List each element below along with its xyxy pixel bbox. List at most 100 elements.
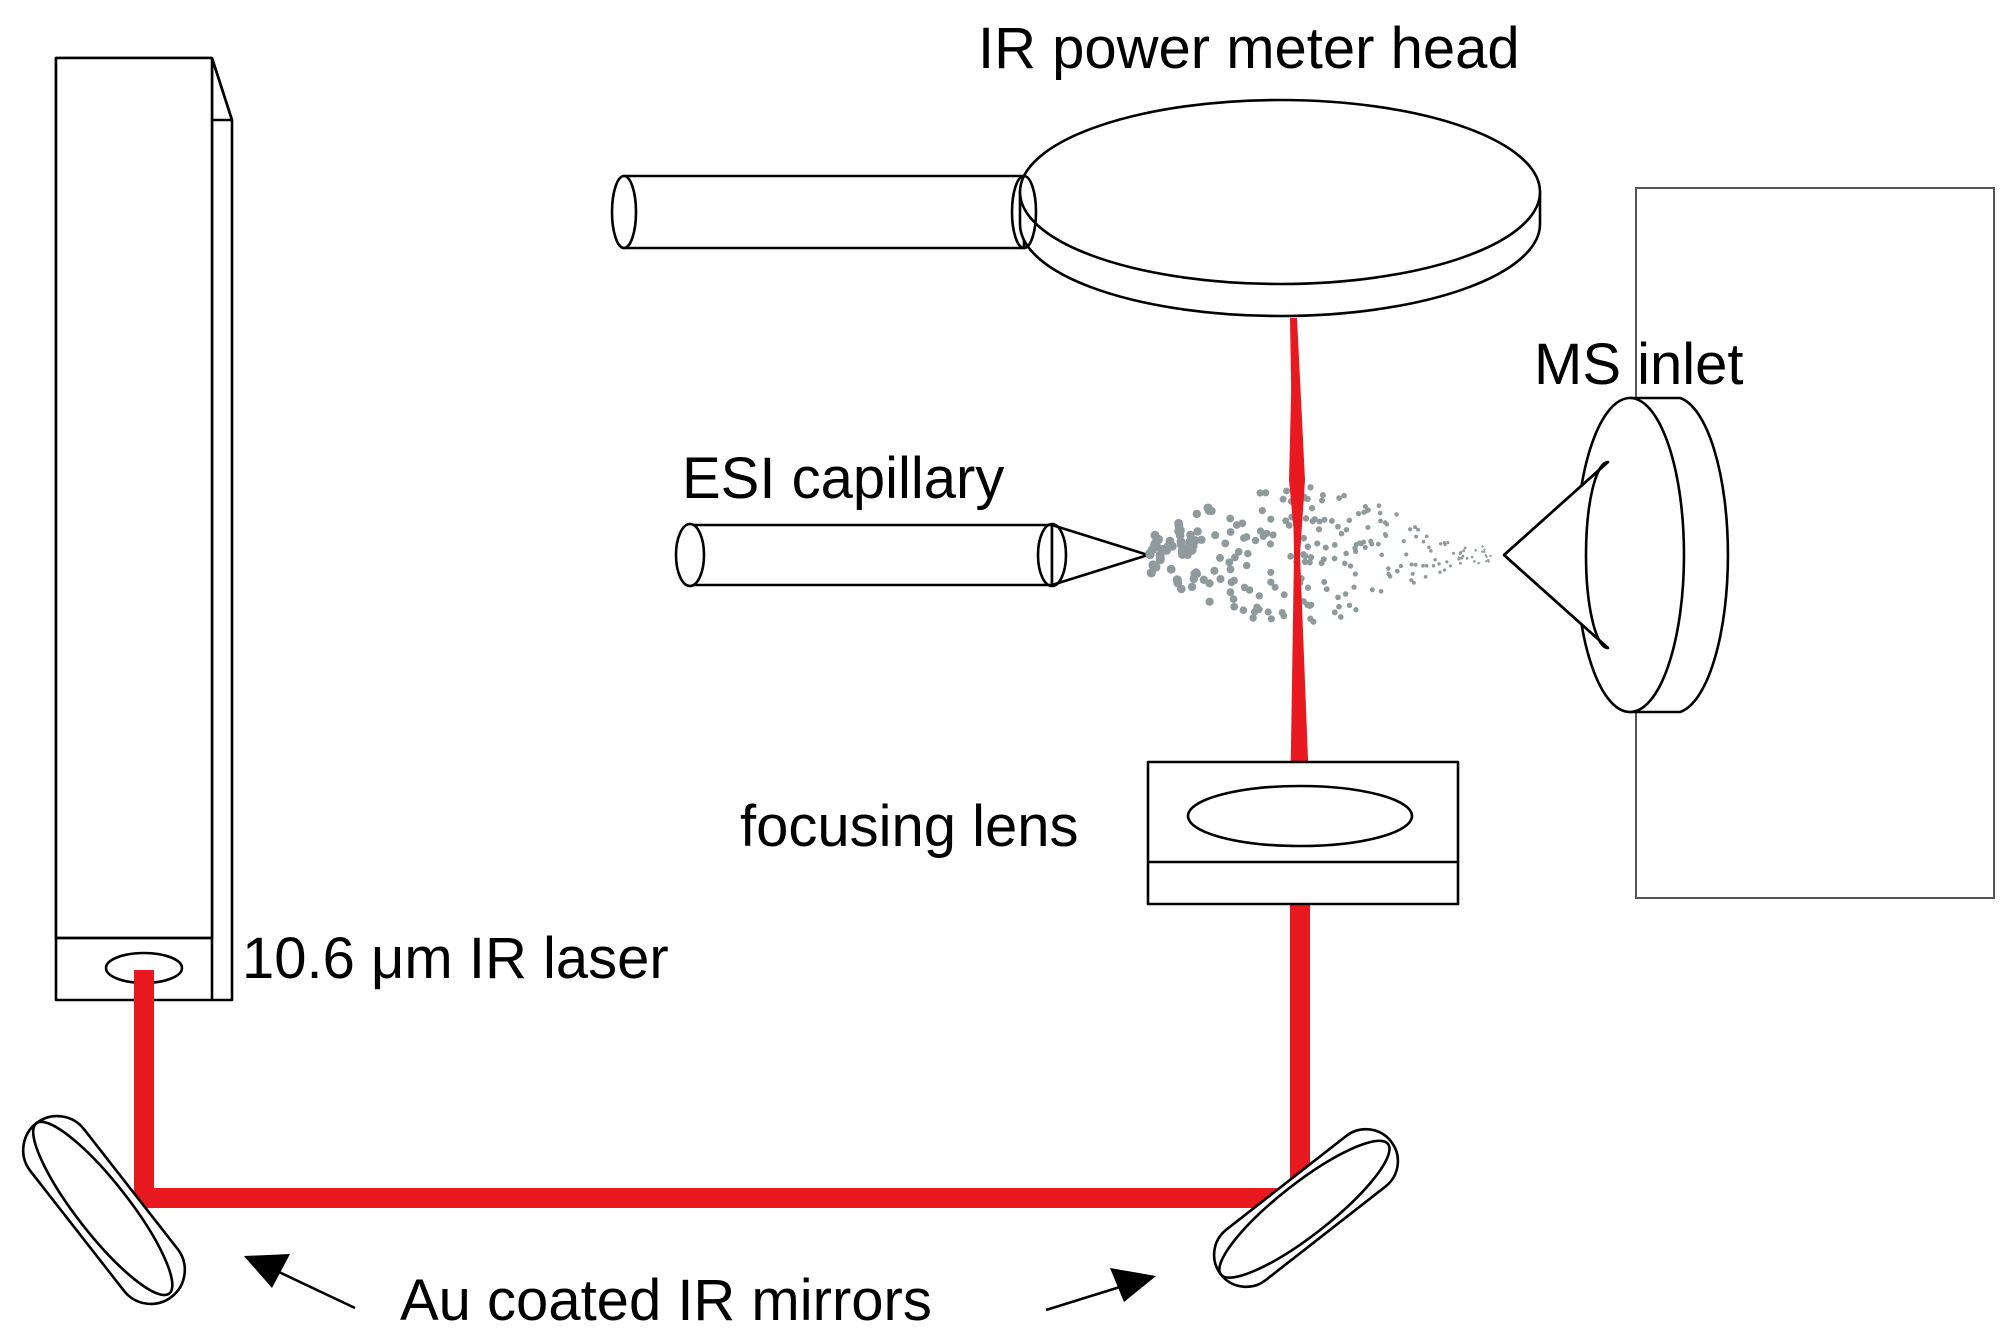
droplet [1438, 570, 1442, 574]
droplet [1176, 584, 1186, 594]
droplet [1352, 548, 1359, 555]
droplet [1386, 566, 1391, 571]
droplet [1477, 561, 1480, 565]
droplet [1383, 533, 1389, 539]
droplet [1315, 526, 1323, 533]
droplet [1323, 586, 1330, 593]
arrow-left [244, 1254, 356, 1310]
droplet [1226, 528, 1235, 536]
droplet [1351, 584, 1357, 590]
droplet [1226, 588, 1235, 597]
droplet [1446, 541, 1450, 545]
droplet [1433, 557, 1437, 562]
droplet [1386, 571, 1391, 577]
droplet [1377, 510, 1383, 516]
droplet [1424, 534, 1429, 539]
droplet [1226, 565, 1235, 574]
droplet [1266, 540, 1275, 548]
droplet [1416, 527, 1420, 532]
droplet [1331, 555, 1338, 562]
droplet [1483, 548, 1486, 551]
droplet [1178, 550, 1187, 559]
droplet [1269, 531, 1277, 539]
droplet [1462, 549, 1466, 553]
mirror-right [1212, 1127, 1400, 1289]
droplet [1414, 534, 1419, 539]
droplet [1271, 583, 1279, 591]
droplet [1255, 592, 1263, 600]
droplet [1267, 615, 1275, 623]
droplet [1474, 549, 1477, 552]
droplet [1342, 591, 1349, 597]
droplet [1150, 530, 1160, 540]
droplet [1174, 527, 1183, 536]
droplet [1249, 614, 1257, 622]
droplet [1251, 536, 1260, 545]
droplet [1459, 550, 1463, 554]
droplet [1155, 553, 1165, 563]
droplet [1256, 489, 1264, 497]
droplet [1322, 544, 1329, 551]
droplet [1335, 523, 1341, 530]
droplet [1166, 564, 1176, 574]
droplet [1318, 497, 1326, 504]
droplet [1421, 539, 1426, 544]
droplet [1229, 595, 1238, 603]
droplet [1448, 564, 1452, 568]
droplet [1409, 578, 1414, 583]
droplet [1321, 516, 1328, 523]
droplet [1191, 536, 1200, 545]
droplet [1485, 555, 1488, 558]
esi-spray-droplets [1145, 484, 1492, 625]
droplet [1225, 558, 1234, 567]
droplet [1398, 563, 1404, 569]
droplet [1263, 529, 1271, 537]
label-ms-inlet: MS inlet [1534, 332, 1744, 397]
droplet [1342, 560, 1348, 567]
droplet [1280, 591, 1288, 599]
droplet [1283, 487, 1290, 495]
droplet [1267, 515, 1275, 523]
droplet [1341, 492, 1347, 499]
droplet [1278, 609, 1286, 616]
ms-inlet [1502, 396, 1730, 714]
label-esi-capillary: ESI capillary [682, 446, 1004, 511]
droplet [1304, 584, 1312, 591]
droplet [1369, 587, 1375, 593]
droplet [1307, 554, 1315, 561]
droplet [1346, 517, 1353, 524]
droplet [1230, 576, 1238, 585]
droplet [1192, 509, 1202, 519]
droplet [1231, 553, 1239, 562]
beam-path-lower [134, 904, 1310, 1208]
droplet [1337, 614, 1344, 620]
droplet [1483, 550, 1486, 554]
droplet [1336, 495, 1342, 501]
droplet [1481, 550, 1484, 553]
droplet [1431, 564, 1436, 568]
droplet [1489, 554, 1492, 558]
arrow-right [1045, 1268, 1156, 1312]
droplet [1470, 555, 1474, 559]
droplet [1320, 556, 1327, 563]
droplet [1240, 583, 1249, 592]
droplet [1216, 553, 1224, 562]
droplet [1205, 579, 1214, 588]
droplet [1204, 503, 1213, 512]
droplet [1310, 618, 1317, 625]
droplet [1424, 563, 1429, 568]
droplet [1452, 551, 1456, 555]
droplet [1221, 539, 1230, 548]
droplet [1357, 540, 1363, 546]
power-meter-head [610, 98, 1542, 318]
droplet [1355, 510, 1362, 517]
label-power-meter: IR power meter head [978, 16, 1520, 81]
ir-laser [54, 56, 234, 1002]
droplet [1336, 603, 1342, 610]
droplet [1369, 541, 1375, 547]
droplet [1242, 533, 1251, 541]
droplet [1279, 495, 1287, 503]
droplet [1463, 546, 1467, 550]
droplet [1404, 552, 1409, 557]
droplet [1205, 597, 1214, 606]
